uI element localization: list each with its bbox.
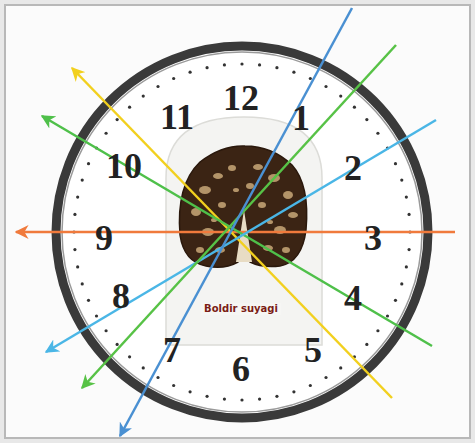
minute-dot [87,162,90,165]
clock-number: 9 [93,220,115,256]
clock-number: 5 [302,332,324,368]
clock-number: 7 [161,332,183,368]
frame [5,5,470,438]
minute-dot [309,384,312,387]
minute-dot [104,329,107,332]
minute-dot [142,94,145,97]
clock-number: 6 [230,351,252,387]
clock-number: 10 [104,148,144,184]
minute-dot [240,62,243,65]
clock-number: 1 [290,100,312,136]
minute-dot [394,299,397,302]
minute-dot [405,265,408,268]
clock-number: 11 [158,99,196,135]
bone-label: Boldir suyagi [201,303,281,315]
minute-dot [324,376,327,379]
minute-dot [76,265,79,268]
minute-dot [309,77,312,80]
minute-dot [104,132,107,135]
minute-dot [400,282,403,285]
minute-dot [292,71,295,74]
minute-dot [188,71,191,74]
minute-dot [365,343,368,346]
minute-dot [156,376,159,379]
minute-dot [128,355,131,358]
minute-dot [275,395,278,398]
minute-dot [172,384,175,387]
direction-lines [16,8,455,436]
minute-dot [405,195,408,198]
minute-dot [353,106,356,109]
minute-dot [87,299,90,302]
minute-dot [324,85,327,88]
minute-dot [81,178,84,181]
clock-number: 4 [342,280,364,316]
direction-arrow [42,116,432,346]
minute-dot [128,106,131,109]
minute-dot [73,213,76,216]
minute-dot [223,63,226,66]
minute-dot [407,248,410,251]
minute-dot [339,94,342,97]
minute-dot [376,329,379,332]
clock-number: 3 [362,220,384,256]
minute-dot [73,248,76,251]
minute-dot [407,213,410,216]
direction-arrow [120,8,352,436]
clock-number: 12 [221,80,261,116]
direction-arrow [72,68,392,398]
minute-dot [81,282,84,285]
minute-dot [205,395,208,398]
minute-dot [394,162,397,165]
minute-dot [188,390,191,393]
minute-dot [116,118,119,121]
minute-dot [116,343,119,346]
minute-dot [400,178,403,181]
minute-dot [142,366,145,369]
minute-dot [292,390,295,393]
minute-dot [205,66,208,69]
clock-number: 2 [342,150,364,186]
minute-dot [376,132,379,135]
minute-dot [365,118,368,121]
minute-dot [275,66,278,69]
minute-dot [339,366,342,369]
minute-dot [223,397,226,400]
clock-number: 8 [110,278,132,314]
direction-arrow [46,120,436,352]
minute-dot [95,314,98,317]
minute-dot [172,77,175,80]
minute-dot [156,85,159,88]
minute-dot [240,398,243,401]
minute-dot [386,314,389,317]
minute-dot [76,195,79,198]
minute-dot [258,397,261,400]
minute-dot [258,63,261,66]
